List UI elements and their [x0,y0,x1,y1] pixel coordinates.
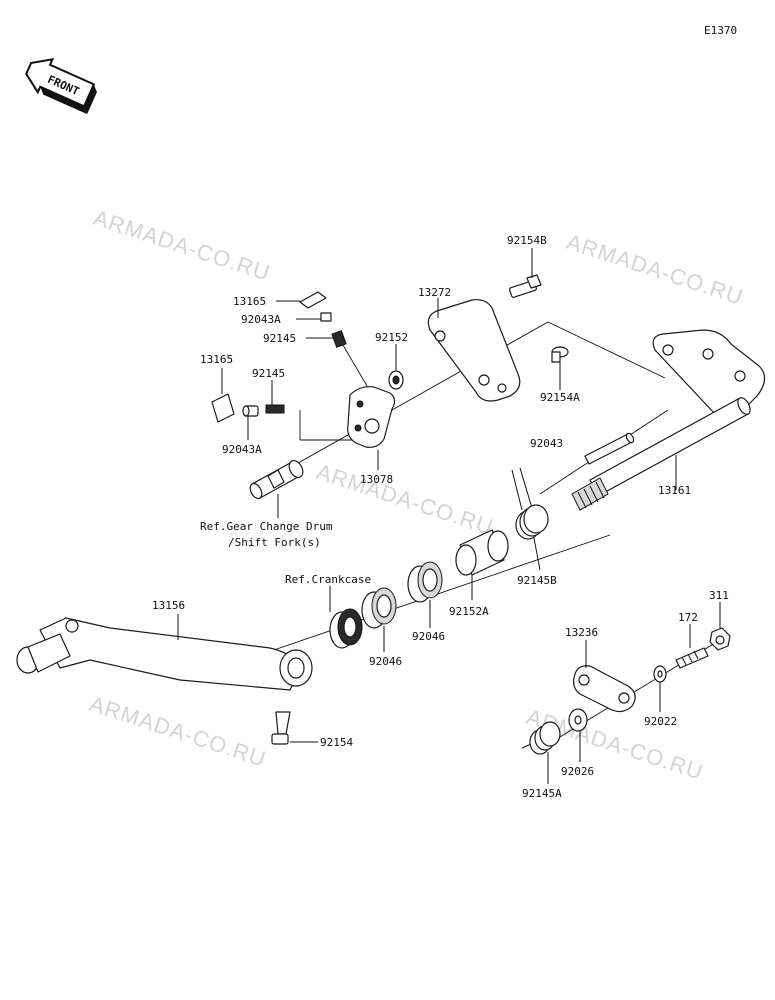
part-92154-bolt [271,711,318,745]
label-13161: 13161 [658,484,691,497]
part-92145-left-spring [265,380,285,414]
part-92145B-spring [511,467,549,571]
part-92152-washer [388,344,404,390]
watermark-3: ARMADA-CO.RU [313,459,496,540]
part-311-nut [709,602,731,651]
part-13156-pedal [16,614,313,691]
label-13165-left: 13165 [200,353,233,366]
part-13161-shaft [571,329,766,511]
watermark-2: ARMADA-CO.RU [563,229,746,310]
part-92145A-spring [521,721,561,784]
part-92154B-bolt [509,248,542,298]
part-92046-bearing-right [407,561,443,628]
label-13272: 13272 [418,286,451,299]
part-92154A-bolt [551,346,569,390]
label-92043A-left: 92043A [222,443,262,456]
label-92145A: 92145A [522,787,562,800]
part-drum-shaft [249,459,304,518]
label-92046-left: 92046 [369,655,402,668]
ref-gear-drum-line1: Ref.Gear Change Drum [200,520,333,533]
label-13078: 13078 [360,473,393,486]
part-172-stud [675,624,709,669]
ref-gear-drum-line2: /Shift Fork(s) [228,536,321,549]
label-92145-top: 92145 [263,332,296,345]
watermark-4: ARMADA-CO.RU [86,691,269,772]
label-92154B: 92154B [507,234,547,247]
part-92043-pin [584,432,635,465]
part-92043A-left-pin [242,405,259,440]
watermark-1: ARMADA-CO.RU [90,205,273,286]
part-13078-lever [347,386,396,470]
label-92043: 92043 [530,437,563,450]
part-92022-washer [653,665,667,712]
label-92154: 92154 [320,736,353,749]
label-92152: 92152 [375,331,408,344]
diagram-code: E1370 [704,24,737,37]
ref-crankcase: Ref.Crankcase [285,573,371,586]
label-92043A-top: 92043A [241,313,281,326]
part-92043A-top-pin [296,312,332,322]
label-92145B: 92145B [517,574,557,587]
label-13236: 13236 [565,626,598,639]
reference-labels: Ref.Gear Change Drum /Shift Fork(s) Ref.… [200,520,371,586]
label-92026: 92026 [561,765,594,778]
part-13236-arm [573,640,636,713]
part-13165-left-pawl [211,368,235,423]
part-92145-top-spring [306,330,347,348]
part-92046-bearing-left [361,587,397,652]
front-direction-icon: FRONT [25,58,97,115]
part-13272-plate [427,298,521,402]
label-92145-left: 92145 [252,367,285,380]
label-92152A: 92152A [449,605,489,618]
part-92026-collar [568,708,588,762]
label-13156: 13156 [152,599,185,612]
label-172: 172 [678,611,698,624]
part-crankcase-seal [329,586,363,649]
label-311: 311 [709,589,729,602]
label-92154A: 92154A [540,391,580,404]
watermarks: ARMADA-CO.RU ARMADA-CO.RU ARMADA-CO.RU A… [86,205,746,785]
part-13165-top-pawl [276,291,327,309]
spline-section [571,477,609,511]
label-92046-right: 92046 [412,630,445,643]
label-13165-top: 13165 [233,295,266,308]
label-92022: 92022 [644,715,677,728]
part-92152A-collar [455,529,509,600]
part-number-labels: 13165 92043A 92145 92152 13165 92145 920… [152,234,729,800]
